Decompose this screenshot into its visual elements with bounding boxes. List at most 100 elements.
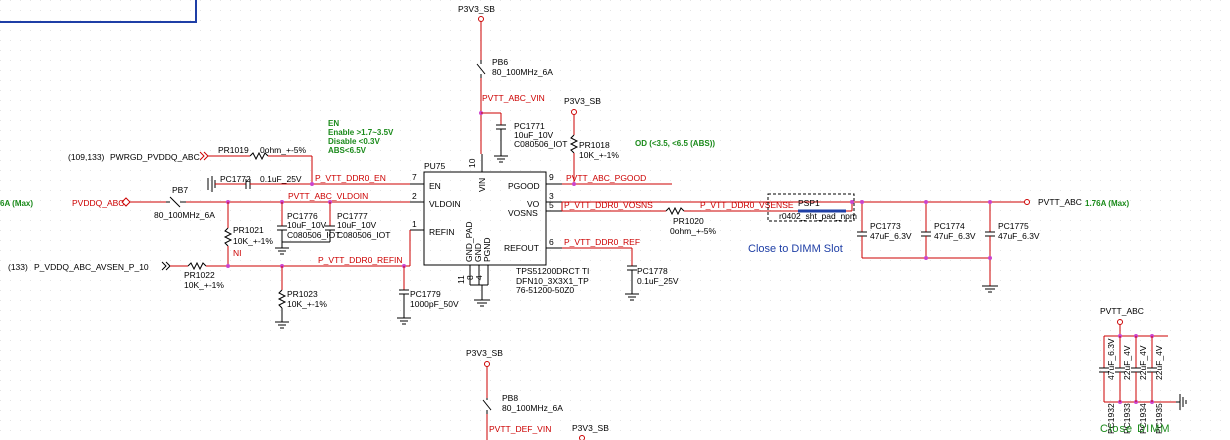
pin-num-refin: 1	[412, 219, 417, 229]
pin-vin: VIN	[477, 178, 487, 192]
psp1-value: r0402_sht_pad_npm	[779, 211, 857, 221]
pin-num-vldoin: 2	[412, 191, 417, 201]
short-pad-psp1[interactable]: PSP1 r0402_sht_pad_npm	[767, 193, 857, 222]
pc1933-ref: PC1933	[1122, 403, 1132, 434]
cap-pc1932[interactable]: PC1932 47uF_6.3V	[1099, 336, 1116, 434]
pc1777-ref: PC1777	[337, 211, 368, 221]
net-ref: P_VTT_DDR0_REF	[564, 237, 640, 247]
cap-pc1778[interactable]: PC1778 0.1uF_25V	[625, 265, 679, 301]
ic-pu75[interactable]: PU75 EN VLDOIN REFIN PGOOD VO VOSNS REFO…	[412, 158, 589, 295]
pin-pgood: PGOOD	[508, 181, 540, 191]
pr1019-value: 0ohm_+-5%	[260, 145, 307, 155]
pr1021-value: 10K_+-1%	[233, 236, 273, 246]
pin-num-en: 7	[412, 172, 417, 182]
resistor-pr1022[interactable]: PR1022 10K_+-1%	[184, 261, 224, 290]
pin-gnd: GND	[473, 243, 483, 262]
pr1023-ref: PR1023	[287, 289, 318, 299]
cap-pc1771[interactable]: PC1771 10uF_10V C080506_IOT	[494, 113, 567, 163]
pin-vo: VO	[527, 199, 540, 209]
port-pvtt-label: PVTT_ABC	[1038, 197, 1082, 207]
pr1021-ni: NI	[233, 248, 242, 258]
port-pvtt-abc[interactable]: PVTT_ABC 1.76A (Max)	[1024, 197, 1130, 208]
ferrite-pb7[interactable]: PB7 80_100MHz_6A	[154, 185, 215, 220]
p3v3-sb-top[interactable]: P3V3_SB	[458, 4, 495, 60]
pin-refin: REFIN	[429, 227, 455, 237]
frame-border	[0, 0, 197, 23]
ic-part-number: 76-51200-50Z0	[516, 285, 574, 295]
pin-vosns: VOSNS	[508, 208, 538, 218]
pr1022-value: 10K_+-1%	[184, 280, 224, 290]
pc1932-value: 47uF_6.3V	[1106, 338, 1116, 380]
pc1779-ref: PC1779	[410, 289, 441, 299]
rail-label: P3V3_SB	[572, 423, 609, 433]
cap-pc1777[interactable]: PC1777 10uF_10V C080506_IOT	[282, 202, 390, 243]
pin-num-vosns: 5	[549, 200, 554, 210]
resistor-pr1023[interactable]: PR1023 10K_+-1%	[275, 266, 327, 329]
net-vosns: P_VTT_DDR0_VOSNS	[564, 200, 653, 210]
pc1775-value: 47uF_6.3V	[998, 231, 1040, 241]
pin-num-pgood: 9	[549, 172, 554, 182]
pc1776-pkg: C080506_IOT	[287, 230, 340, 240]
cap-pc1935[interactable]: PC1935 22uF_4V	[1147, 336, 1164, 434]
cap-pc1774[interactable]: PC1774 47uF_6.3V	[921, 202, 976, 258]
port-pvddq-label: PVDDQ_ABC	[72, 198, 124, 208]
ground-symbol	[982, 285, 998, 293]
resistor-pr1018[interactable]: PR1018 10K_+-1%	[569, 134, 619, 160]
pc1778-ref: PC1778	[637, 266, 668, 276]
psp1-ref: PSP1	[798, 198, 820, 208]
pc1771-ref: PC1771	[514, 121, 545, 131]
cap-pc1779[interactable]: PC1779 1000pF_50V	[397, 266, 459, 325]
note-od: OD (<3.5, <6.5 (ABS))	[635, 139, 715, 148]
resistor-pr1019[interactable]: PR1019 0ohm_+-5%	[218, 145, 307, 161]
pb6-ref: PB6	[492, 57, 508, 67]
pin-en: EN	[429, 181, 441, 191]
pc1776-value: 10uF_10V	[287, 220, 327, 230]
cap-pc1775[interactable]: PC1775 47uF_6.3V	[985, 202, 1040, 286]
pc1773-value: 47uF_6.3V	[870, 231, 912, 241]
net-pvtt-abc-vin: PVTT_ABC_VIN	[482, 93, 545, 103]
pb8-value: 80_100MHz_6A	[502, 403, 563, 413]
p3v3-sb-pgood[interactable]: P3V3_SB	[564, 96, 601, 135]
port-pwrgd-pvddq-abc[interactable]: (109,133) PWRGD_PVDDQ_ABC	[68, 151, 209, 162]
note-en-1: EN	[328, 119, 339, 128]
pc1772-value: 0.1uF_25V	[260, 174, 302, 184]
pr1018-ref: PR1018	[579, 140, 610, 150]
pin-num-refout: 6	[549, 237, 554, 247]
note-close-dimm: Close DIMM	[1100, 423, 1171, 435]
pc1773-ref: PC1773	[870, 221, 901, 231]
ferrite-pb6[interactable]: PB6 80_100MHz_6A	[476, 57, 553, 78]
pc1934-value: 22uF_4V	[1138, 345, 1148, 380]
cap-pc1776[interactable]: PC1776 10uF_10V C080506_IOT	[275, 202, 340, 255]
pin-refout: REFOUT	[504, 243, 539, 253]
pc1932-ref: PC1932	[1106, 403, 1116, 434]
net-vldoin: PVTT_ABC_VLDOIN	[288, 191, 368, 201]
p3v3-sb-bottom-2[interactable]: P3V3_SB	[572, 423, 609, 440]
p3v3-sb-bottom[interactable]: P3V3_SB	[466, 348, 503, 398]
pc1934-ref: PC1934	[1138, 403, 1148, 434]
pr1019-ref: PR1019	[218, 145, 249, 155]
pc1771-value: 10uF_10V	[514, 130, 554, 140]
pvtt-abc-decoupling[interactable]: PVTT_ABC	[1100, 306, 1187, 410]
cap-pc1773[interactable]: PC1773 47uF_6.3V	[857, 202, 912, 258]
resistor-pr1021[interactable]: PR1021 10K_+-1% NI	[223, 202, 273, 266]
pin-num-gnd-pad: 11	[456, 275, 466, 284]
note-en-2: Enable >1.7~3.5V	[328, 128, 394, 137]
pb6-value: 80_100MHz_6A	[492, 67, 553, 77]
resistor-pr1020[interactable]: PR1020 0ohm_+-5%	[665, 206, 717, 236]
cap-pc1934[interactable]: PC1934 22uF_4V	[1131, 336, 1148, 434]
pin-gnd-pad: GND_PAD	[464, 222, 474, 262]
cap-pc1933[interactable]: PC1933 22uF_4V	[1115, 336, 1132, 434]
pc1933-value: 22uF_4V	[1122, 345, 1132, 380]
pin-num-vo: 3	[549, 191, 554, 201]
pin-num-vin: 10	[467, 158, 477, 168]
pc1777-pkg: C080506_IOT	[337, 230, 390, 240]
ferrite-pb8[interactable]: PB8 80_100MHz_6A	[482, 393, 563, 414]
net-pvtt-def-vin: PVTT_DEF_VIN	[489, 424, 551, 434]
pc1776-ref: PC1776	[287, 211, 318, 221]
pvtt-max: 1.76A (Max)	[1085, 199, 1130, 208]
pr1021-ref: PR1021	[233, 225, 264, 235]
pc1779-value: 1000pF_50V	[410, 299, 459, 309]
pc1935-value: 22uF_4V	[1154, 345, 1164, 380]
pc1771-pkg: C080506_IOT	[514, 139, 567, 149]
pr1020-ref: PR1020	[673, 216, 704, 226]
